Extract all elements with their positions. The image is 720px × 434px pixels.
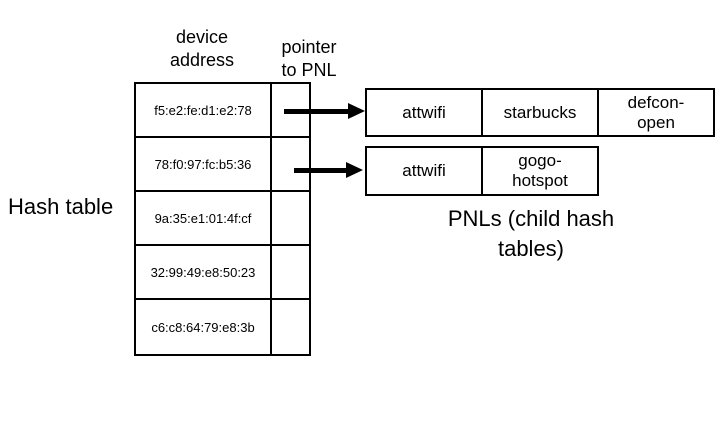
pointer-cell <box>272 300 309 354</box>
pointer-arrow-1 <box>284 103 365 119</box>
device-address-cell: 9a:35:e1:01:4f:cf <box>136 192 272 244</box>
pointer-cell <box>272 192 309 244</box>
device-address-cell: 78:f0:97:fc:b5:36 <box>136 138 272 190</box>
hash-table-row: f5:e2:fe:d1:e2:78 <box>136 84 309 138</box>
pointer-cell <box>272 246 309 298</box>
pnl-network-cell: attwifi <box>365 88 483 137</box>
arrow-line <box>284 108 348 114</box>
hash-table-row: 9a:35:e1:01:4f:cf <box>136 192 309 246</box>
arrow-line <box>294 167 346 173</box>
hash-table-row: 32:99:49:e8:50:23 <box>136 246 309 300</box>
device-address-cell: 32:99:49:e8:50:23 <box>136 246 272 298</box>
pointer-to-pnl-header: pointer to PNL <box>281 37 337 80</box>
arrow-head-icon <box>346 162 363 178</box>
pnl-network-cell: starbucks <box>481 88 599 137</box>
pnl-network-cell: gogo- hotspot <box>481 146 599 196</box>
arrow-head-icon <box>348 103 365 119</box>
device-address-header: device address <box>169 27 235 70</box>
pointer-cell <box>272 138 309 190</box>
device-address-cell: c6:c8:64:79:e8:3b <box>136 300 272 354</box>
pointer-arrow-2 <box>294 162 363 178</box>
pnls-label: PNLs (child hash tables) <box>447 206 615 261</box>
pnl-network-cell: defcon- open <box>597 88 715 137</box>
hash-table-label: Hash table <box>8 194 114 219</box>
hash-table-row: 78:f0:97:fc:b5:36 <box>136 138 309 192</box>
pnl-network-cell: attwifi <box>365 146 483 196</box>
hash-table-row: c6:c8:64:79:e8:3b <box>136 300 309 354</box>
device-address-cell: f5:e2:fe:d1:e2:78 <box>136 84 272 136</box>
